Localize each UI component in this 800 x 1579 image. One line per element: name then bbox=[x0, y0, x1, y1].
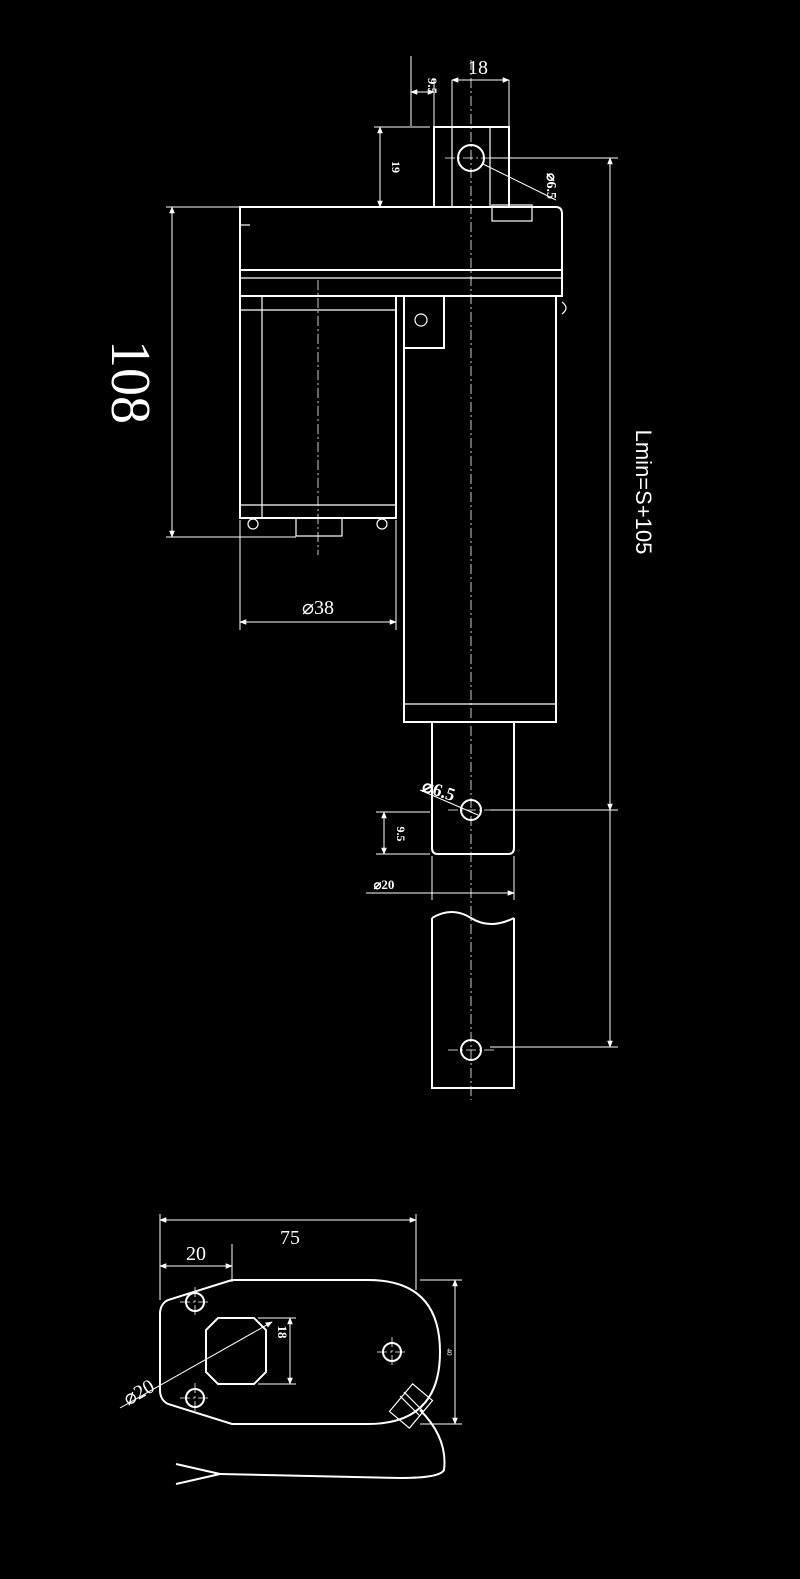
leader-rod-hole bbox=[419, 789, 479, 816]
piston-rod bbox=[431, 722, 515, 1089]
dim-end-side-height bbox=[420, 1279, 462, 1425]
dim-clevis-height bbox=[374, 126, 430, 208]
dim-stroke-length bbox=[490, 157, 618, 1048]
dim-motor-length bbox=[166, 206, 296, 538]
dim-end-slot-width bbox=[258, 1317, 296, 1385]
motor-housing bbox=[239, 204, 567, 315]
label-end-hole-offset: 20 bbox=[186, 1243, 206, 1265]
motor-end-cap bbox=[295, 517, 343, 537]
label-rod-diameter: ⌀20 bbox=[374, 877, 395, 892]
outer-tube bbox=[403, 296, 557, 723]
end-view-body bbox=[159, 1279, 442, 1425]
dim-end-body-diameter bbox=[119, 1321, 273, 1409]
dim-end-overall-width bbox=[159, 1214, 417, 1300]
label-rod-hole-dia: ⌀6.5 bbox=[420, 776, 458, 805]
top-clevis bbox=[433, 60, 510, 1100]
label-end-slot-width: 18 bbox=[275, 1326, 290, 1340]
label-stroke-formula: Lmin=S+105 bbox=[631, 430, 656, 555]
side-view: 9.5 18 19 ⌀6.5 108 ⌀38 bbox=[99, 56, 656, 1100]
label-motor-length: 108 bbox=[99, 340, 161, 424]
dim-rod-hole-offset bbox=[376, 811, 430, 855]
dim-rod-diameter bbox=[366, 856, 515, 900]
gear-bracket bbox=[403, 295, 445, 349]
label-clevis-width: 18 bbox=[468, 57, 488, 79]
end-view: 75 20 18 ⌀20 40 bbox=[119, 1214, 462, 1485]
dim-end-hole-offset bbox=[159, 1244, 233, 1282]
label-clevis-offset: 9.5 bbox=[425, 78, 440, 95]
motor-can bbox=[239, 280, 397, 555]
label-motor-diameter: ⌀38 bbox=[302, 597, 334, 619]
label-rod-hole-offset: 9.5 bbox=[394, 827, 408, 842]
leader-top-hole bbox=[482, 163, 557, 201]
label-end-overall-width: 75 bbox=[280, 1227, 300, 1249]
dim-motor-diameter bbox=[239, 520, 397, 630]
power-cable bbox=[219, 1409, 446, 1480]
label-end-side-mark: 40 bbox=[445, 1349, 453, 1357]
label-clevis-height: 19 bbox=[389, 161, 403, 173]
end-view-slot bbox=[205, 1317, 267, 1385]
label-top-hole-dia: ⌀6.5 bbox=[543, 173, 558, 199]
dim-clevis-top bbox=[410, 56, 510, 126]
